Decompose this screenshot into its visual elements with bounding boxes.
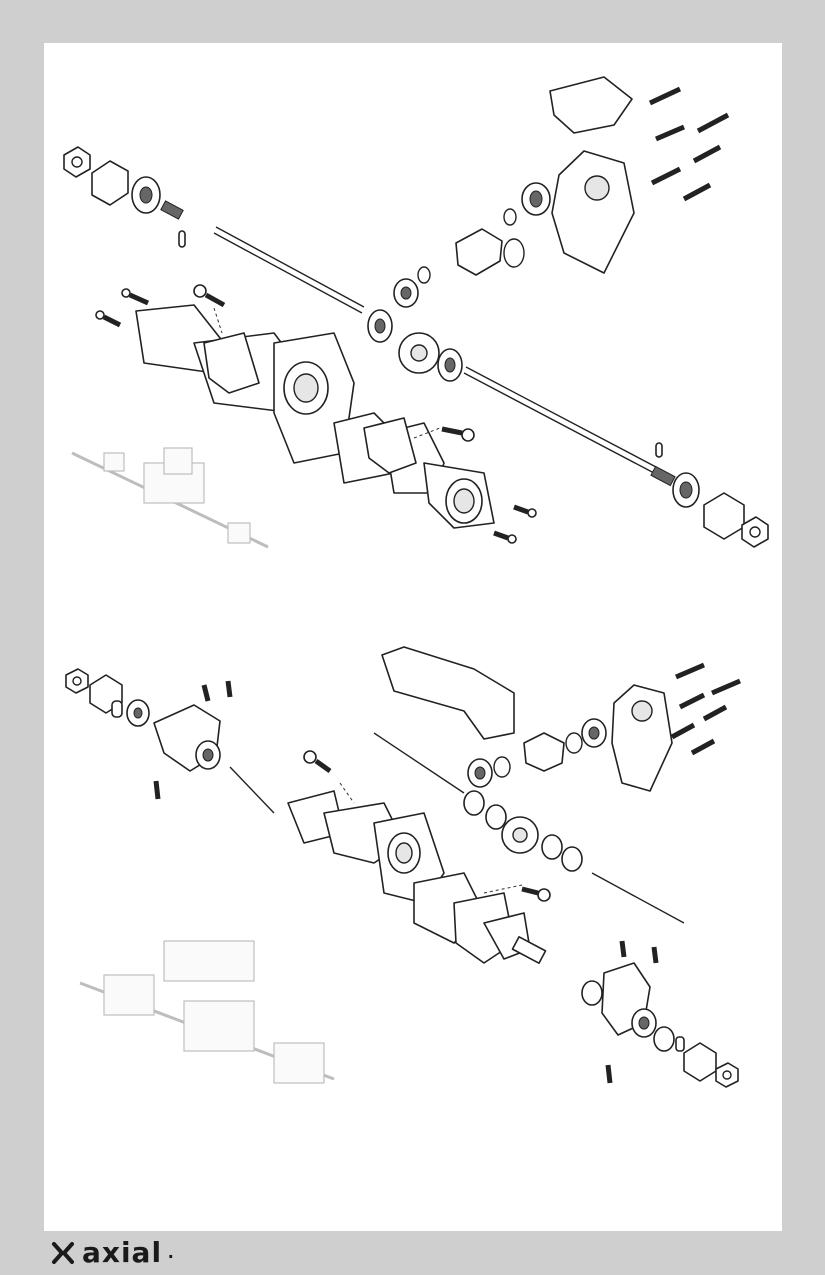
right-knuckle-screws: [605, 940, 659, 1084]
pinion-gear-assembly-bottom: [463, 718, 607, 872]
long-screws-bottom: [670, 662, 741, 756]
threaded-stub-right: [650, 465, 676, 487]
axle-mount-bracket: [381, 646, 515, 740]
hex-nut-right: [741, 516, 769, 548]
axial-logo-icon: [52, 1241, 74, 1264]
lower-driveshaft: [591, 872, 685, 924]
hex-hub-right: [703, 492, 745, 540]
assembled-axle-preview-bottom: [79, 940, 335, 1084]
pin-left-bottom: [111, 700, 123, 718]
ball-stud-right: [441, 426, 475, 442]
screw-left-1: [95, 310, 122, 328]
axle-housing: [135, 304, 495, 529]
right-axle-shaft: [463, 372, 655, 474]
left-axle-shaft: [213, 232, 363, 314]
logo-wordmark: axial: [82, 1236, 163, 1269]
screw-left-2: [121, 288, 150, 306]
link-mount-right: [363, 417, 417, 474]
threaded-stub-left: [160, 200, 184, 220]
gear-cover-bottom: [611, 684, 673, 792]
hex-nut-left: [63, 146, 91, 178]
ball-stud-bottom-left: [303, 750, 332, 774]
axial-logo: axial .: [50, 1236, 174, 1269]
skid-plate: [549, 76, 633, 134]
ball-stud-left: [193, 284, 226, 308]
link-mount-left: [203, 332, 260, 394]
assembled-axle-preview-top: [71, 447, 269, 549]
screw-right-2: [493, 530, 517, 544]
screw-right-1: [513, 504, 537, 518]
hex-nut-left-bottom: [65, 668, 89, 694]
gear-cover: [551, 150, 635, 274]
axle-housing-bottom: [287, 790, 531, 964]
hex-hub-left: [91, 160, 129, 206]
logo-dot: .: [168, 1241, 174, 1263]
exploded-assembly-diagram: [63, 76, 769, 1088]
instruction-sheet: [44, 43, 782, 1231]
top-axle-exploded-view: [63, 76, 769, 549]
ball-stud-bottom-right: [521, 886, 551, 902]
long-screws: [648, 86, 730, 202]
pin-left: [178, 230, 186, 248]
knuckle-screws: [153, 680, 233, 800]
left-stub-axle: [229, 766, 275, 814]
pinion-gear-assembly: [367, 182, 551, 382]
upper-driveshaft: [373, 732, 465, 794]
pin-right: [655, 442, 663, 458]
steering-knuckle-right: [601, 962, 657, 1038]
bottom-axle-exploded-view: [65, 646, 741, 1088]
right-stub-axle-parts: [511, 935, 739, 1088]
